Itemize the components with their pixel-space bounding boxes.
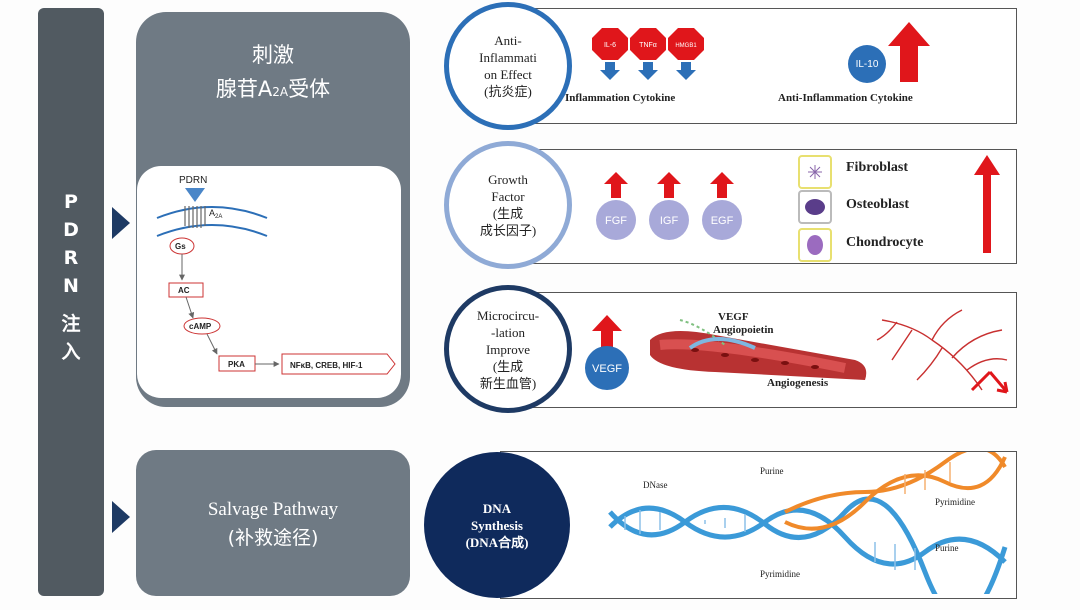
blood-vessel-illustration xyxy=(650,319,867,380)
panel-title-line1: 刺激 xyxy=(252,43,294,67)
fibroblast-icon xyxy=(798,155,832,189)
camp-node xyxy=(183,317,221,335)
chevron-right-icon xyxy=(112,501,130,533)
egf-up-arrow-icon: EGF xyxy=(702,172,742,240)
panel-title-line2: 腺苷A2A受体 xyxy=(215,77,331,101)
chondrocyte-label: Chondrocyte xyxy=(846,235,924,250)
receptor-helix-icon xyxy=(184,206,206,228)
chondrocyte-icon xyxy=(798,228,832,262)
svg-text:VEGF: VEGF xyxy=(592,363,622,375)
pdrn-ligand-icon xyxy=(185,188,205,202)
svg-text:A2A: A2A xyxy=(209,208,222,220)
pyrimidine-label: Pyrimidine xyxy=(935,497,975,507)
pyrimidine-label-2: Pyrimidine xyxy=(760,569,800,579)
pka-label: PKA xyxy=(228,360,245,369)
sidebar-title: P D R N 注 入 xyxy=(61,191,81,363)
signaling-pathway: PDRN A2A Gs AC cAMP PKA NFκB, CREB, HIF-… xyxy=(156,175,396,375)
svg-text:TNFα: TNFα xyxy=(639,42,657,49)
pdrn-label: PDRN xyxy=(179,175,207,186)
svg-text:FGF: FGF xyxy=(605,215,627,227)
purine-label: Purine xyxy=(760,466,784,476)
fibroblast-label: Fibroblast xyxy=(846,160,908,175)
svg-text:HMGB1: HMGB1 xyxy=(675,43,697,49)
anti-inflammation-cytokine-label: Anti-Inflammation Cytokine xyxy=(778,92,913,104)
up-arrow-icon xyxy=(888,22,930,82)
salvage-subtitle: (补救途径) xyxy=(227,527,319,549)
inflammation-cytokine-label: Inflammation Cytokine xyxy=(565,92,676,104)
purine-label-2: Purine xyxy=(935,543,959,553)
vegf-factor: VEGF xyxy=(585,315,629,390)
il10-circle: IL-10 xyxy=(848,45,886,83)
capillary-network-icon xyxy=(876,309,1009,394)
membrane-inner xyxy=(156,224,268,237)
camp-label: cAMP xyxy=(189,322,212,331)
up-arrow-icon xyxy=(592,315,622,347)
angiogenesis-label: Angiogenesis xyxy=(767,377,829,389)
angiopoietin-label: Angiopoietin xyxy=(713,324,774,336)
salvage-title: Salvage Pathway xyxy=(207,499,339,520)
row-growth-factor xyxy=(500,149,1017,264)
gs-label: Gs xyxy=(175,242,186,251)
tnf-alpha-octagon-icon: TNFα xyxy=(630,28,666,80)
targets-node xyxy=(281,353,396,375)
dna-helix-illustration xyxy=(608,452,1008,594)
osteoblast-label: Osteoblast xyxy=(846,197,909,212)
membrane-outer xyxy=(156,206,268,219)
ac-label: AC xyxy=(178,286,190,295)
growth-factors: FGF IGF EGF xyxy=(596,172,742,240)
dnase-label: DNase xyxy=(643,480,668,490)
vegf-label: VEGF xyxy=(718,311,749,323)
igf-up-arrow-icon: IGF xyxy=(649,172,689,240)
fgf-up-arrow-icon: FGF xyxy=(596,172,636,240)
sidebar xyxy=(38,8,104,596)
il6-octagon-icon: IL-6 xyxy=(592,28,628,80)
osteoblast-icon xyxy=(798,190,832,224)
row-anti-inflammation xyxy=(500,8,1017,124)
hmgb1-octagon-icon: HMGB1 xyxy=(668,28,704,80)
svg-text:IL-6: IL-6 xyxy=(604,42,616,49)
svg-text:IGF: IGF xyxy=(660,215,679,227)
up-arrow-icon xyxy=(974,155,1000,253)
inflammation-cytokines: IL-6 TNFα HMGB1 xyxy=(592,28,704,80)
chevron-right-icon xyxy=(112,207,130,239)
salvage-pathway-panel: Salvage Pathway (补救途径) xyxy=(136,450,410,596)
svg-text:EGF: EGF xyxy=(711,215,734,227)
targets-label: NFκB, CREB, HIF-1 xyxy=(290,361,363,370)
